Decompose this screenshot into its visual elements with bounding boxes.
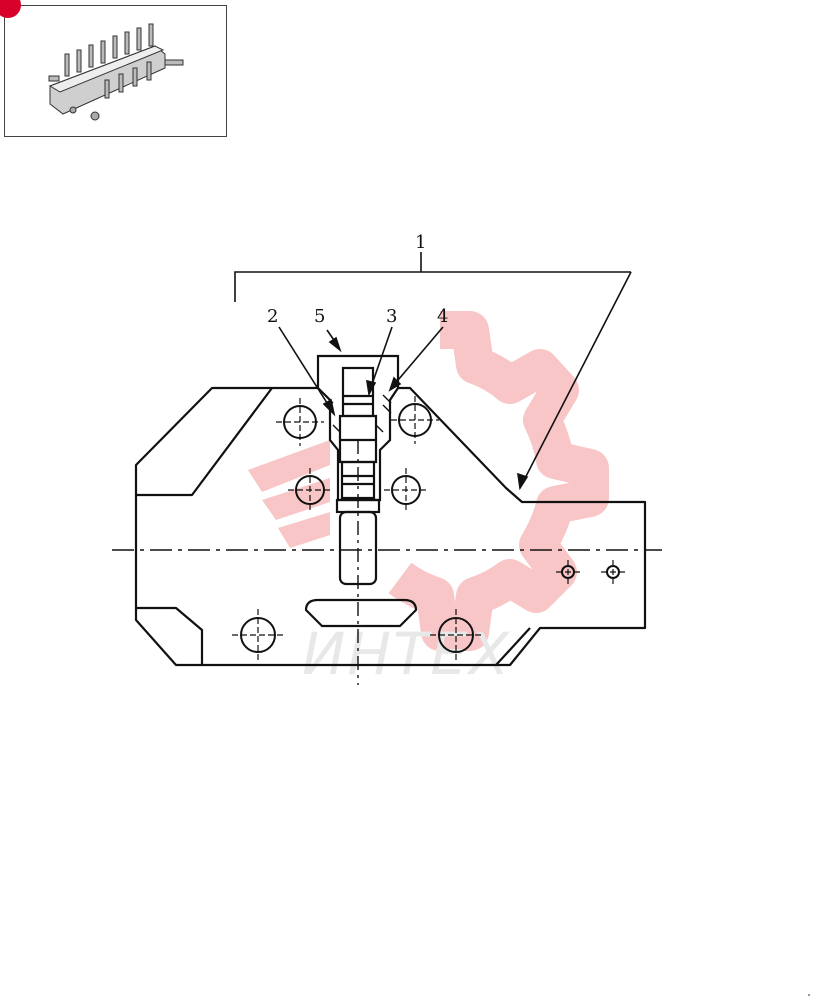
corner-mark [808, 994, 810, 996]
relief-valve-cartridge [316, 354, 400, 586]
gear-logo-icon [248, 311, 609, 651]
cartridge-hatching [324, 394, 392, 433]
callout-label-1: 1 [415, 232, 426, 253]
hole-crosshairs [232, 396, 625, 661]
assembly-thumbnail-frame[interactable] [0, 0, 227, 137]
thumbnail-marker-icon [0, 0, 21, 18]
callout-leaders [278, 326, 444, 417]
callout-1-bracket [234, 252, 632, 491]
watermark-text: ИНТЕХ [302, 620, 511, 688]
callout-label-4: 4 [437, 306, 448, 327]
callout-label-5: 5 [314, 306, 325, 327]
callout-label-2: 2 [267, 306, 278, 327]
control-valve-assembly-thumbnail-icon [48, 23, 184, 121]
callout-label-3: 3 [386, 306, 397, 327]
valve-body-outline [134, 386, 647, 667]
